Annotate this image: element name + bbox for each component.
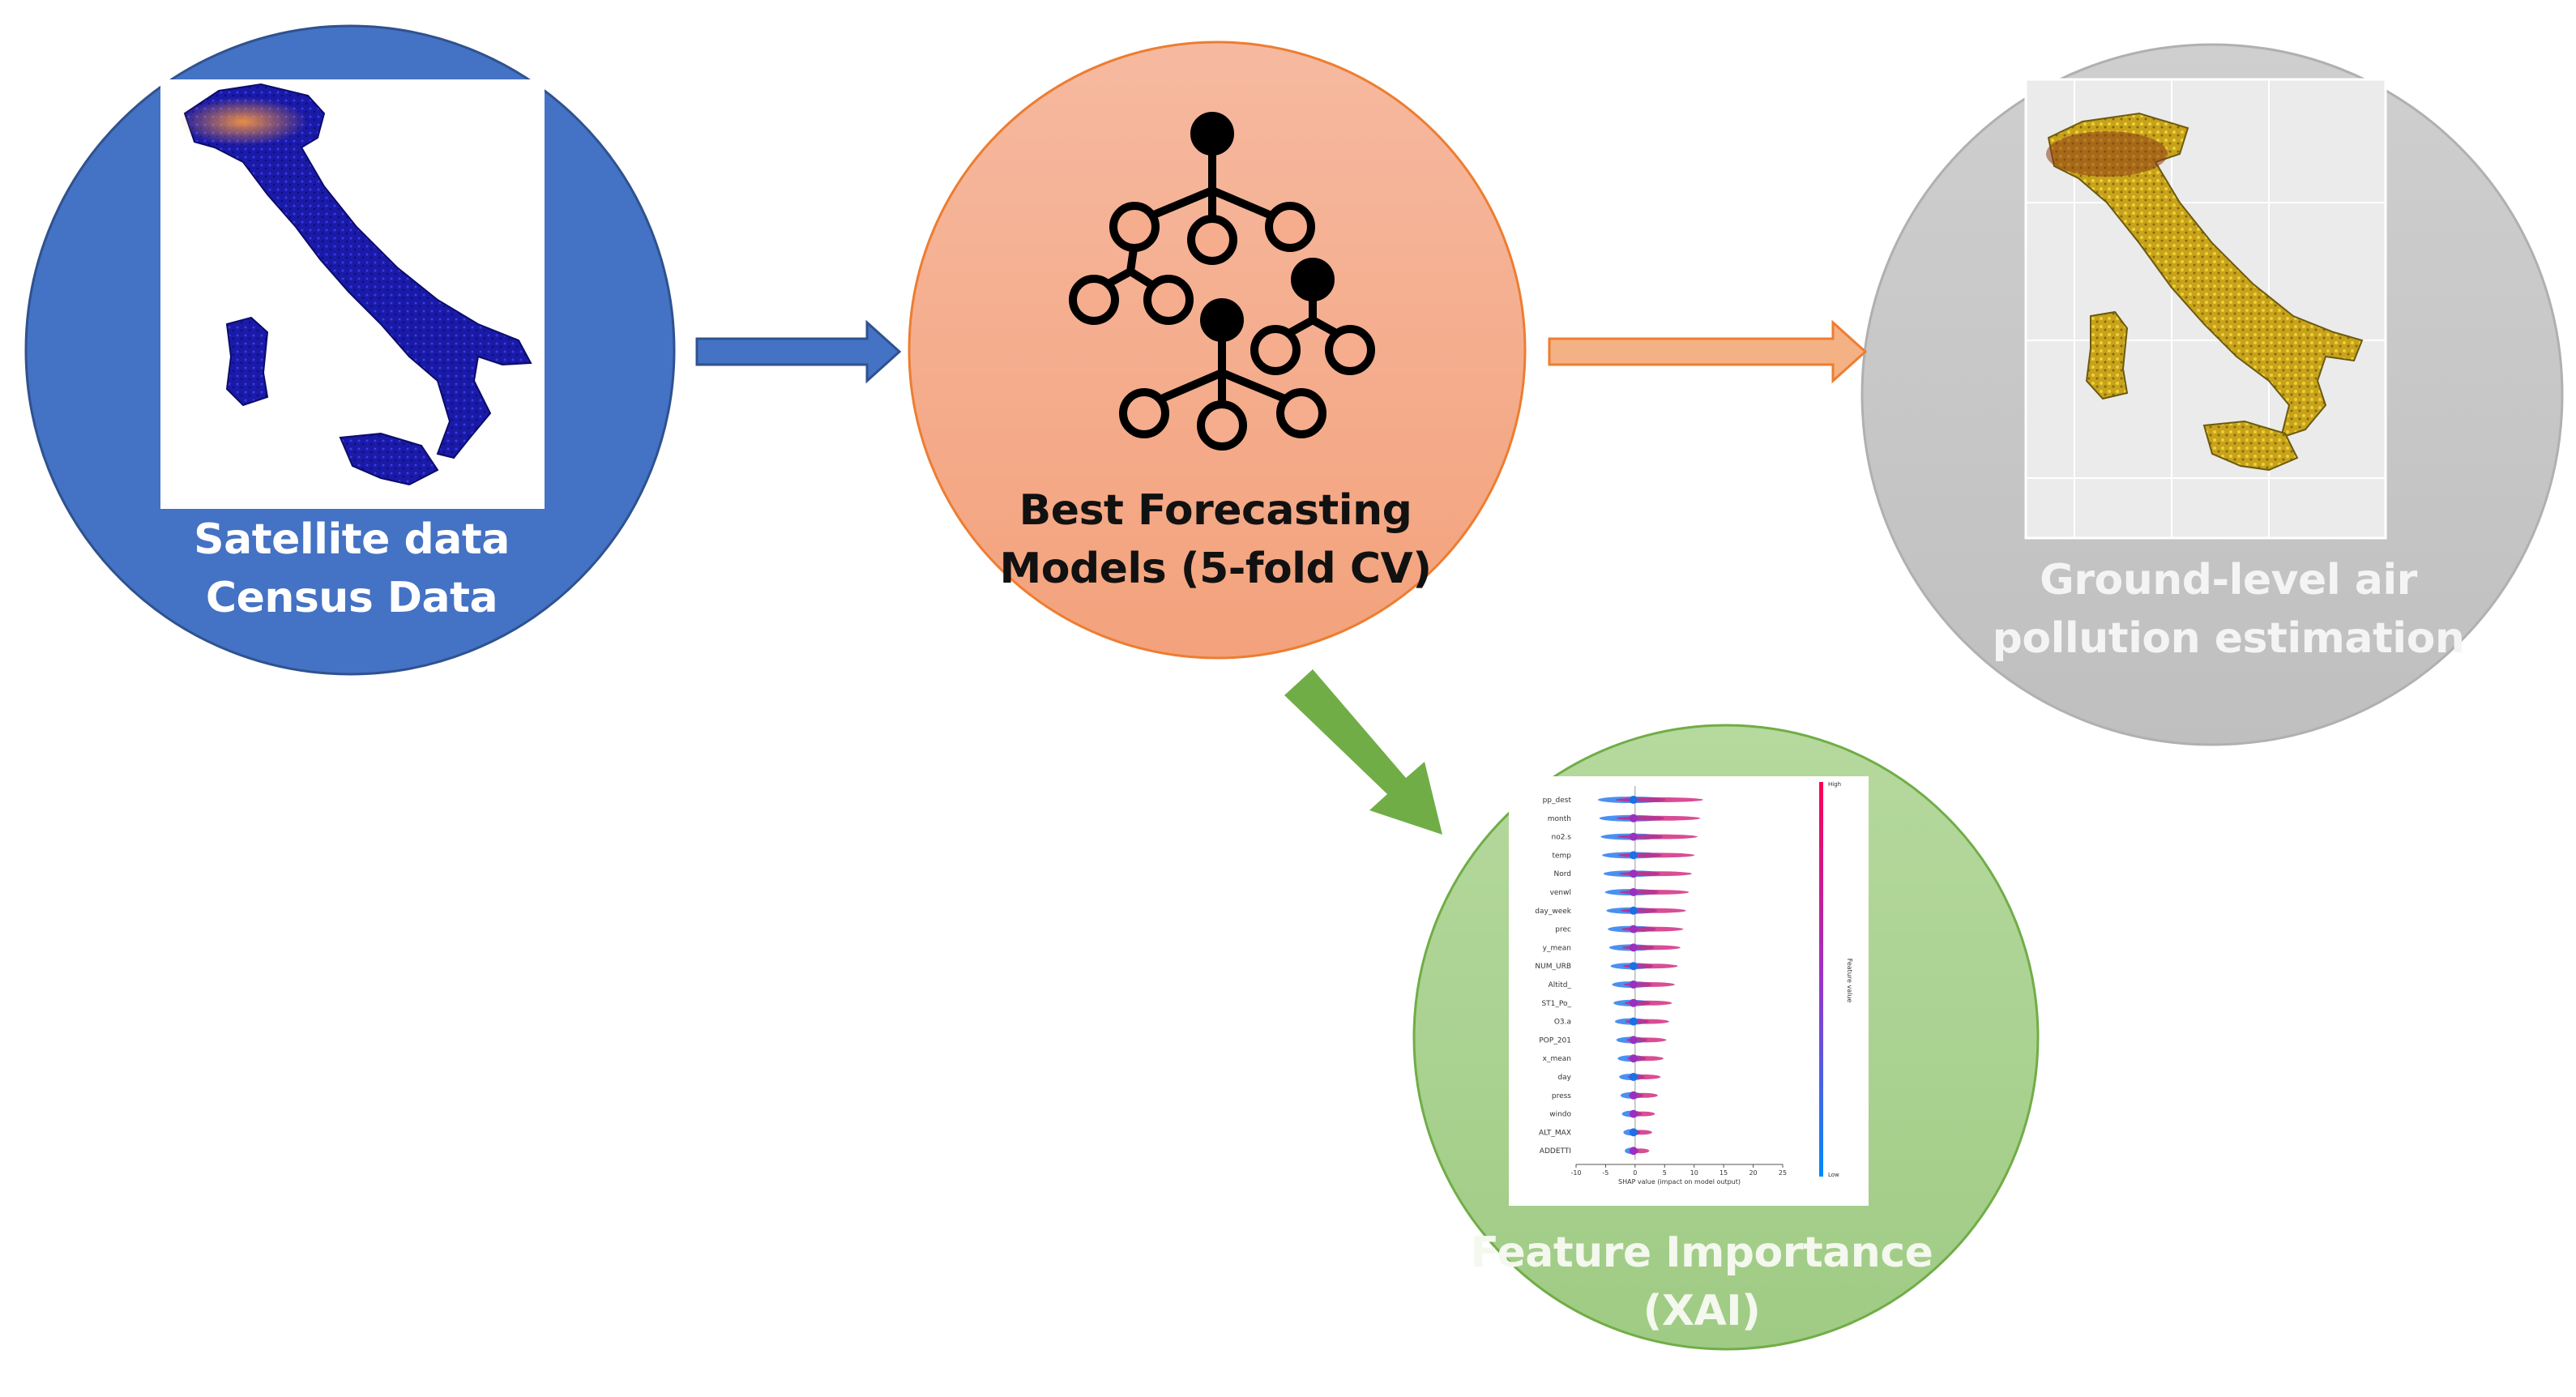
shap-feature-label: pp_dest xyxy=(1543,797,1572,805)
shap-feature-label: POP_201 xyxy=(1539,1036,1571,1045)
shap-violin-core xyxy=(1629,998,1638,1007)
shap-feature-label: day_week xyxy=(1535,908,1571,916)
shap-violin-core xyxy=(1629,869,1638,878)
shap-x-tick-label: 10 xyxy=(1690,1169,1698,1177)
shap-feature-label: day xyxy=(1557,1074,1571,1082)
shap-x-tick-label: -10 xyxy=(1570,1169,1581,1177)
shap-violin-core xyxy=(1629,906,1638,915)
shap-feature-label: temp xyxy=(1552,852,1571,860)
shap-colorbar-label: Feature value xyxy=(1846,959,1853,1003)
shap-feature-label: venwl xyxy=(1550,889,1571,897)
shap-x-tick-label: 20 xyxy=(1749,1169,1757,1177)
arrow-model-to-output xyxy=(1548,319,1868,384)
xai-label: Feature Importance (XAI) xyxy=(1442,1224,1961,1340)
satellite-label: Satellite data Census Data xyxy=(109,511,595,627)
xai-label-line2: (XAI) xyxy=(1643,1287,1761,1335)
shap-feature-label: ALT_MAX xyxy=(1539,1129,1571,1137)
models-circle xyxy=(908,41,1527,660)
arrow-input-to-model xyxy=(695,319,902,384)
shap-feature-label: no2.s xyxy=(1552,834,1572,842)
arrow-diagonal-green xyxy=(1284,669,1442,835)
shap-violin-core xyxy=(1629,943,1638,952)
shap-feature-label: ST1_Po_ xyxy=(1541,1000,1571,1008)
estimation-label-line1: Ground-level air xyxy=(2040,556,2417,605)
estimation-node xyxy=(1860,43,2564,746)
shap-violin-core xyxy=(1629,1147,1638,1156)
shap-violin-core xyxy=(1629,980,1638,989)
shap-feature-label: prec xyxy=(1555,926,1571,934)
shap-x-tick-label: -5 xyxy=(1602,1169,1608,1177)
decision-tree-ensemble-icon xyxy=(1069,112,1375,451)
shap-violin-core xyxy=(1629,832,1638,841)
shap-violin-core xyxy=(1629,851,1638,860)
italy-pollution-map xyxy=(2046,112,2364,472)
shap-feature-label: O3.a xyxy=(1554,1019,1571,1027)
shap-violin-high xyxy=(1617,834,1698,839)
shap-x-tick-label: 25 xyxy=(1779,1169,1787,1177)
shap-violin-high xyxy=(1615,797,1703,802)
shap-plot-frame xyxy=(1509,776,1869,1206)
italy-satellite-map xyxy=(178,83,532,486)
shap-feature-label: ADDETTI xyxy=(1540,1147,1571,1156)
shap-violin-core xyxy=(1629,1091,1638,1100)
estimation-label-line2: pollution estimation xyxy=(1992,614,2465,663)
models-node xyxy=(908,41,1527,660)
shap-feature-label: NUM_URB xyxy=(1535,963,1571,971)
shap-violin-core xyxy=(1629,962,1638,971)
arrow-model-to-xai xyxy=(1284,669,1442,835)
shap-violin-high xyxy=(1616,815,1701,821)
shap-x-tick-label: 5 xyxy=(1663,1169,1667,1177)
shap-violin-core xyxy=(1629,1128,1638,1137)
shap-feature-label: y_mean xyxy=(1543,944,1571,952)
shap-violin-core xyxy=(1629,1017,1638,1026)
shap-violin-core xyxy=(1629,796,1638,804)
arrow-right-orange xyxy=(1548,319,1868,384)
shap-violin-core xyxy=(1629,888,1638,896)
arrow-right-blue xyxy=(695,319,902,384)
shap-colorbar-low: Low xyxy=(1828,1172,1839,1178)
shap-violin-core xyxy=(1629,1036,1638,1045)
shap-violin-core xyxy=(1629,1054,1638,1063)
shap-violin-core xyxy=(1629,1073,1638,1081)
shap-feature-label: windo xyxy=(1549,1111,1571,1119)
shap-violin-core xyxy=(1629,814,1638,822)
shap-feature-label: Nord xyxy=(1554,870,1572,878)
shap-feature-label: month xyxy=(1548,815,1571,823)
models-label-line1: Best Forecasting xyxy=(1019,486,1412,535)
shap-colorbar xyxy=(1819,782,1823,1177)
shap-violin-core xyxy=(1629,1109,1638,1118)
satellite-node xyxy=(24,24,676,676)
estimation-label: Ground-level air pollution estimation xyxy=(1965,551,2492,668)
satellite-label-line2: Census Data xyxy=(205,574,498,622)
shap-colorbar-high: High xyxy=(1828,781,1841,788)
shap-feature-label: x_mean xyxy=(1543,1055,1571,1063)
shap-feature-label: press xyxy=(1552,1092,1571,1100)
models-label: Best Forecasting Models (5-fold CV) xyxy=(932,481,1499,598)
shap-violin-core xyxy=(1629,925,1638,933)
shap-x-tick-label: 0 xyxy=(1633,1169,1637,1177)
xai-label-line1: Feature Importance xyxy=(1470,1228,1933,1277)
shap-x-axis-label: SHAP value (impact on model output) xyxy=(1618,1178,1741,1186)
satellite-label-line1: Satellite data xyxy=(194,515,510,564)
shap-feature-label: Altitd_ xyxy=(1549,981,1572,989)
shap-x-tick-label: 15 xyxy=(1719,1169,1728,1177)
models-label-line2: Models (5-fold CV) xyxy=(999,545,1432,593)
